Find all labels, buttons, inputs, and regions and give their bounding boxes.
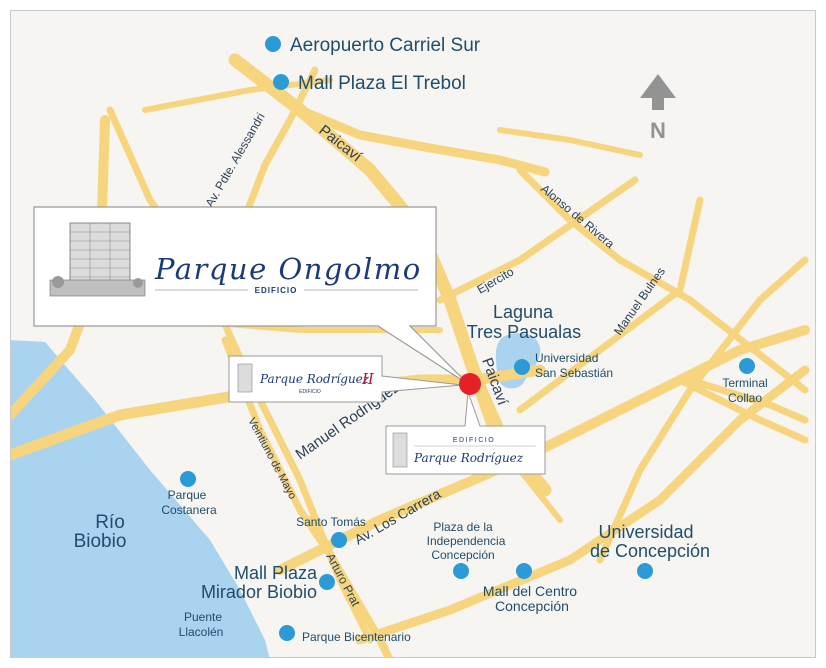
road-alonso-de-rivera	[516, 166, 809, 394]
poi-label-2: Mirador Biobio	[201, 582, 317, 602]
poi-label: Aeropuerto Carriel Sur	[290, 35, 481, 56]
poi-laguna[interactable]: Laguna Tres Pasualas	[467, 302, 581, 342]
callout-title-suffix: II	[361, 370, 375, 388]
road-east-road	[596, 256, 809, 564]
poi-dot	[514, 359, 530, 375]
callout-subtitle: EDIFICIO	[453, 437, 495, 444]
poi-label: Terminal	[722, 376, 767, 390]
poi-dot	[739, 358, 755, 374]
poi-santo-tomas[interactable]: Santo Tomás	[296, 515, 366, 548]
poi-puente-llacolen[interactable]: Puente Llacolén	[179, 610, 224, 639]
callout-box	[33, 206, 469, 385]
road-paicavi-branch	[295, 105, 550, 177]
poi-label: Puente	[184, 610, 222, 624]
north-arrow-icon	[640, 74, 676, 110]
poi-mall-del-centro[interactable]: Mall del Centro Concepción	[483, 563, 577, 614]
river-label: Río	[95, 512, 125, 533]
map-frame	[10, 10, 816, 658]
poi-label-3: Concepción	[431, 548, 494, 562]
poi-label: Laguna	[493, 302, 554, 322]
poi-label-2: Collao	[728, 391, 762, 405]
poi-label: Universidad	[535, 351, 598, 365]
poi-label-2: Concepción	[495, 598, 569, 614]
road-arturo-prat	[306, 516, 394, 658]
callout-parque-rodriguez[interactable]: EDIFICIO Parque Rodríguez	[385, 391, 546, 475]
road-collao-2	[686, 376, 809, 424]
poi-universidad-san-sebastian[interactable]: Universidad San Sebastián	[514, 351, 613, 380]
callout-subtitle: EDIFICIO	[299, 389, 321, 395]
road-collao	[676, 376, 809, 444]
poi-universidad-concepcion[interactable]: Universidad de Concepción	[590, 522, 710, 579]
poi-label: Plaza de la	[433, 520, 493, 534]
poi-dot	[319, 574, 335, 590]
callout-box	[228, 355, 463, 403]
poi-dot	[180, 471, 196, 487]
poi-label-2: de Concepción	[590, 541, 710, 561]
poi-plaza-independencia[interactable]: Plaza de la Independencia Concepción	[427, 520, 506, 579]
poi-label-2: Tres Pasualas	[467, 322, 581, 342]
poi-label: Parque Bicentenario	[302, 630, 411, 644]
road-center-diag	[417, 227, 563, 523]
building-illustration	[392, 432, 408, 468]
location-marker[interactable]	[459, 373, 481, 395]
callout-box	[385, 391, 546, 475]
poi-label: Universidad	[598, 522, 693, 542]
north-arrow: N	[640, 74, 676, 143]
poi-dot	[279, 625, 295, 641]
road-manuel-bulnes	[516, 196, 704, 414]
north-label: N	[650, 118, 666, 143]
poi-mall-trebol[interactable]: Mall Plaza El Trebol	[273, 73, 466, 94]
building-illustration	[49, 222, 146, 297]
poi-label: Parque	[168, 488, 207, 502]
poi-label: Mall Plaza El Trebol	[298, 73, 466, 94]
callout-title: Parque Rodríguez	[413, 451, 524, 465]
callout-parque-rodriguez-ii[interactable]: Parque Rodríguez II EDIFICIO	[228, 355, 463, 403]
poi-dot	[265, 36, 281, 52]
poi-label-2: Independencia	[427, 534, 506, 548]
poi-label: Santo Tomás	[296, 515, 366, 529]
road-east-grid-1	[497, 127, 643, 158]
callout-title: Parque Rodríguez	[259, 372, 370, 386]
callout-title: Parque Ongolmo	[154, 252, 422, 286]
poi-parque-costanera[interactable]: Parque Costanera	[161, 471, 217, 517]
poi-dot	[331, 532, 347, 548]
poi-mall-plaza-mirador[interactable]: Mall Plaza Mirador Biobio	[201, 563, 335, 602]
road-ejercito	[436, 176, 639, 304]
building-illustration	[237, 363, 253, 393]
road-av-los-carrera	[275, 325, 810, 575]
poi-parque-bicentenario[interactable]: Parque Bicentenario	[279, 625, 411, 644]
callout-subtitle: EDIFICIO	[255, 286, 298, 295]
poi-label: Mall del Centro	[483, 583, 577, 599]
poi-label: Mall Plaza	[234, 563, 318, 583]
river-biobio	[10, 340, 270, 658]
poi-dot	[637, 563, 653, 579]
poi-label-2: Costanera	[161, 503, 217, 517]
poi-terminal-collao[interactable]: Terminal Collao	[722, 358, 768, 405]
poi-aeropuerto[interactable]: Aeropuerto Carriel Sur	[265, 35, 481, 56]
poi-dot	[453, 563, 469, 579]
poi-label-2: Llacolén	[179, 625, 224, 639]
poi-label-2: San Sebastián	[535, 366, 613, 380]
road-north-grid	[142, 77, 333, 113]
callout-parque-ongolmo[interactable]: Parque Ongolmo EDIFICIO	[33, 206, 469, 385]
river-label-2: Biobio	[74, 531, 127, 552]
poi-dot	[516, 563, 532, 579]
poi-dot	[273, 74, 289, 90]
